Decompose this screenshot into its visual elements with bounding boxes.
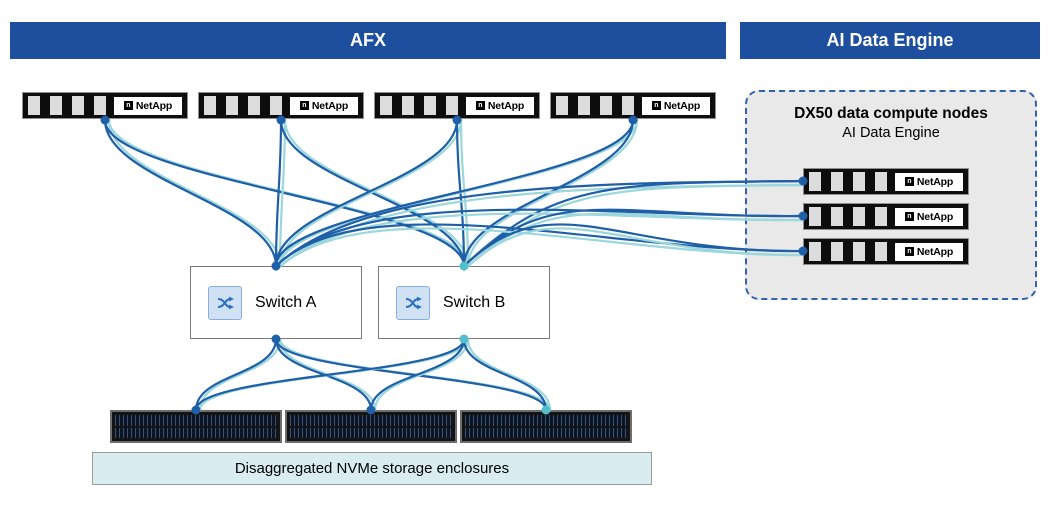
netapp-badge: n NetApp bbox=[895, 242, 963, 261]
drive-bays bbox=[809, 172, 890, 191]
netapp-label: NetApp bbox=[135, 99, 173, 112]
drive-slots-row bbox=[465, 415, 627, 426]
afx-controller-node: n NetApp bbox=[198, 92, 364, 119]
netapp-logo-icon: n bbox=[651, 101, 661, 110]
drive-bays bbox=[809, 207, 890, 226]
switch-a-label: Switch A bbox=[255, 293, 317, 311]
dx50-compute-node: n NetApp bbox=[803, 238, 969, 265]
dx50-panel-subtitle: AI Data Engine bbox=[842, 125, 940, 141]
drive-slots-row bbox=[290, 415, 452, 426]
storage-enclosures-label: Disaggregated NVMe storage enclosures bbox=[92, 452, 652, 485]
dx50-compute-node: n NetApp bbox=[803, 203, 969, 230]
nvme-storage-shelf bbox=[460, 410, 632, 443]
netapp-label: NetApp bbox=[916, 245, 954, 258]
drive-bays bbox=[556, 96, 637, 115]
netapp-badge: n NetApp bbox=[290, 96, 358, 115]
netapp-logo-icon: n bbox=[299, 101, 309, 110]
netapp-logo-icon: n bbox=[475, 101, 485, 110]
dx50-panel: DX50 data compute nodes AI Data Engine bbox=[745, 90, 1037, 300]
switch-icon bbox=[396, 285, 430, 320]
netapp-badge: n NetApp bbox=[642, 96, 710, 115]
ai-data-engine-header-bar: AI Data Engine bbox=[740, 22, 1040, 59]
netapp-logo-icon: n bbox=[904, 212, 914, 221]
switch-b-box: Switch B bbox=[378, 266, 550, 339]
netapp-label: NetApp bbox=[916, 175, 954, 188]
switch-b-label: Switch B bbox=[443, 293, 506, 311]
drive-bays bbox=[28, 96, 109, 115]
netapp-badge: n NetApp bbox=[895, 207, 963, 226]
drive-slots-row bbox=[290, 427, 452, 438]
nvme-storage-shelf bbox=[285, 410, 457, 443]
drive-slots-row bbox=[115, 415, 277, 426]
drive-slots-row bbox=[115, 427, 277, 438]
dx50-panel-title: DX50 data compute nodes bbox=[794, 105, 988, 122]
drive-bays bbox=[380, 96, 461, 115]
switch-a-box: Switch A bbox=[190, 266, 362, 339]
netapp-badge: n NetApp bbox=[114, 96, 182, 115]
netapp-logo-icon: n bbox=[123, 101, 133, 110]
netapp-label: NetApp bbox=[916, 210, 954, 223]
afx-controller-node: n NetApp bbox=[374, 92, 540, 119]
netapp-logo-icon: n bbox=[904, 177, 914, 186]
nvme-storage-shelf bbox=[110, 410, 282, 443]
afx-controller-node: n NetApp bbox=[550, 92, 716, 119]
dx50-compute-node: n NetApp bbox=[803, 168, 969, 195]
netapp-label: NetApp bbox=[487, 99, 525, 112]
netapp-label: NetApp bbox=[311, 99, 349, 112]
netapp-logo-icon: n bbox=[904, 247, 914, 256]
netapp-badge: n NetApp bbox=[895, 172, 963, 191]
drive-slots-row bbox=[465, 427, 627, 438]
netapp-label: NetApp bbox=[663, 99, 701, 112]
afx-controller-node: n NetApp bbox=[22, 92, 188, 119]
drive-bays bbox=[204, 96, 285, 115]
netapp-badge: n NetApp bbox=[466, 96, 534, 115]
drive-bays bbox=[809, 242, 890, 261]
switch-icon bbox=[208, 285, 242, 320]
afx-header-bar: AFX bbox=[10, 22, 726, 59]
